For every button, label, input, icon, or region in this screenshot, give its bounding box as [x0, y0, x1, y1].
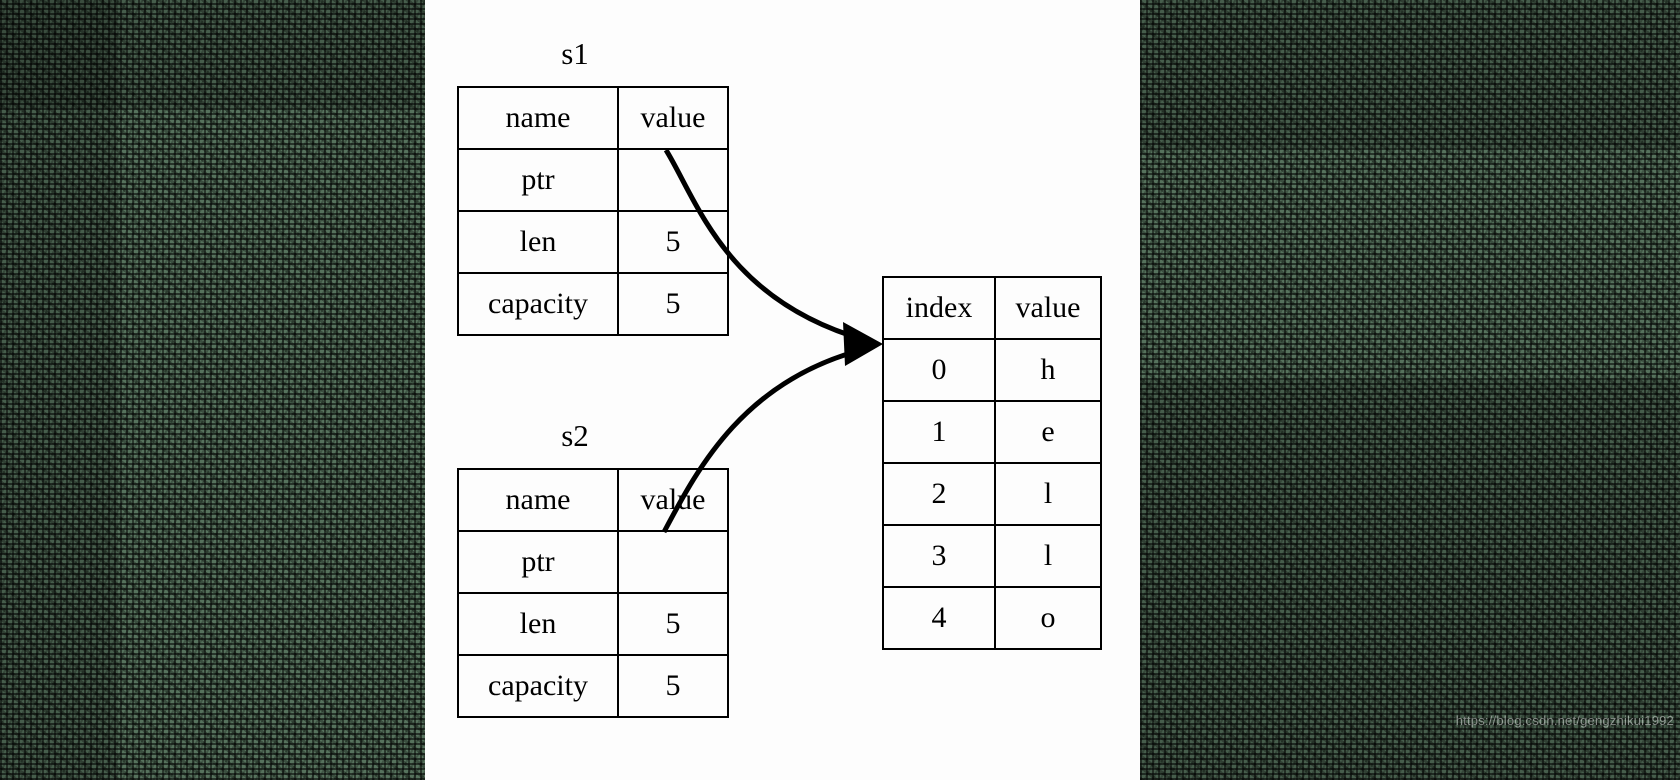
s1-caption: s1 [561, 36, 589, 71]
table-row: capacity 5 [457, 654, 729, 718]
heap-row0-value: h [994, 338, 1102, 402]
s2-struct-table: name value ptr len 5 capacity 5 [457, 468, 729, 718]
table-row: ptr [457, 530, 729, 594]
table-row: 3 l [882, 524, 1102, 588]
table-row: index value [882, 276, 1102, 340]
background-panel-left [0, 0, 425, 780]
arrowhead-icon [843, 322, 883, 366]
s1-header-value: value [617, 86, 729, 150]
s2-field-ptr-value [617, 530, 729, 594]
s2-caption: s2 [561, 418, 589, 453]
heap-row3-index: 3 [882, 524, 996, 588]
s1-field-capacity-value: 5 [617, 272, 729, 336]
s1-field-len-name: len [457, 210, 619, 274]
background-shade-b [0, 0, 425, 108]
heap-row1-index: 1 [882, 400, 996, 464]
s1-field-capacity-name: capacity [457, 272, 619, 336]
s1-field-ptr-name: ptr [457, 148, 619, 212]
table-row: 1 e [882, 400, 1102, 464]
table-row: name value [457, 468, 729, 532]
background-shade-c [1140, 0, 1680, 148]
background-shade-a [0, 0, 118, 780]
heap-header-value: value [994, 276, 1102, 340]
background-panel-right [1140, 0, 1680, 780]
heap-header-index: index [882, 276, 996, 340]
table-row: 4 o [882, 586, 1102, 650]
s1-struct-table: name value ptr len 5 capacity 5 [457, 86, 729, 336]
s1-field-ptr-value [617, 148, 729, 212]
diagram-area: s1 name value ptr len 5 capacity 5 s2 [425, 0, 1140, 780]
heap-row4-index: 4 [882, 586, 996, 650]
s2-header-value: value [617, 468, 729, 532]
s1-header-name: name [457, 86, 619, 150]
s2-field-len-value: 5 [617, 592, 729, 656]
s1-field-len-value: 5 [617, 210, 729, 274]
table-row: 0 h [882, 338, 1102, 402]
table-row: 2 l [882, 462, 1102, 526]
heap-row2-index: 2 [882, 462, 996, 526]
table-row: ptr [457, 148, 729, 212]
heap-row0-index: 0 [882, 338, 996, 402]
heap-row1-value: e [994, 400, 1102, 464]
s2-field-ptr-name: ptr [457, 530, 619, 594]
s2-field-capacity-value: 5 [617, 654, 729, 718]
heap-index-value-table: index value 0 h 1 e 2 l 3 l 4 o [882, 276, 1102, 650]
s2-header-name: name [457, 468, 619, 532]
table-row: len 5 [457, 210, 729, 274]
watermark-text: https://blog.csdn.net/gengzhikui1992 [1455, 713, 1674, 728]
heap-row2-value: l [994, 462, 1102, 526]
table-row: capacity 5 [457, 272, 729, 336]
s2-field-capacity-name: capacity [457, 654, 619, 718]
s2-field-len-name: len [457, 592, 619, 656]
heap-row4-value: o [994, 586, 1102, 650]
table-row: len 5 [457, 592, 729, 656]
heap-row3-value: l [994, 524, 1102, 588]
table-row: name value [457, 86, 729, 150]
